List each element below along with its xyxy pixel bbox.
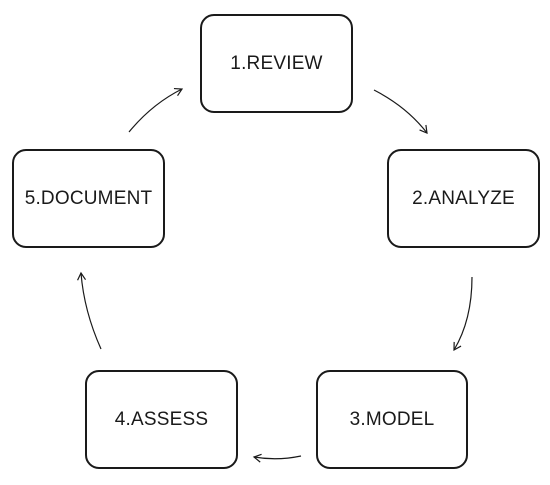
node-model-label: 3.MODEL — [349, 408, 435, 430]
node-review: 1.REVIEW — [200, 14, 353, 113]
node-review-label: 1.REVIEW — [230, 52, 323, 74]
node-document-label: 5.DOCUMENT — [24, 187, 153, 209]
node-assess-label: 4.ASSESS — [114, 408, 209, 430]
arrow-review-to-analyze — [373, 89, 428, 134]
node-analyze-label: 2.ANALYZE — [412, 187, 515, 209]
node-analyze: 2.ANALYZE — [387, 149, 540, 248]
node-document: 5.DOCUMENT — [12, 149, 165, 248]
arrow-document-to-review — [128, 87, 184, 133]
arrow-assess-to-document — [77, 271, 102, 350]
arrow-analyze-to-model — [453, 276, 473, 352]
node-model: 3.MODEL — [316, 370, 468, 469]
node-assess: 4.ASSESS — [85, 370, 238, 469]
arrow-model-to-assess — [252, 453, 302, 463]
